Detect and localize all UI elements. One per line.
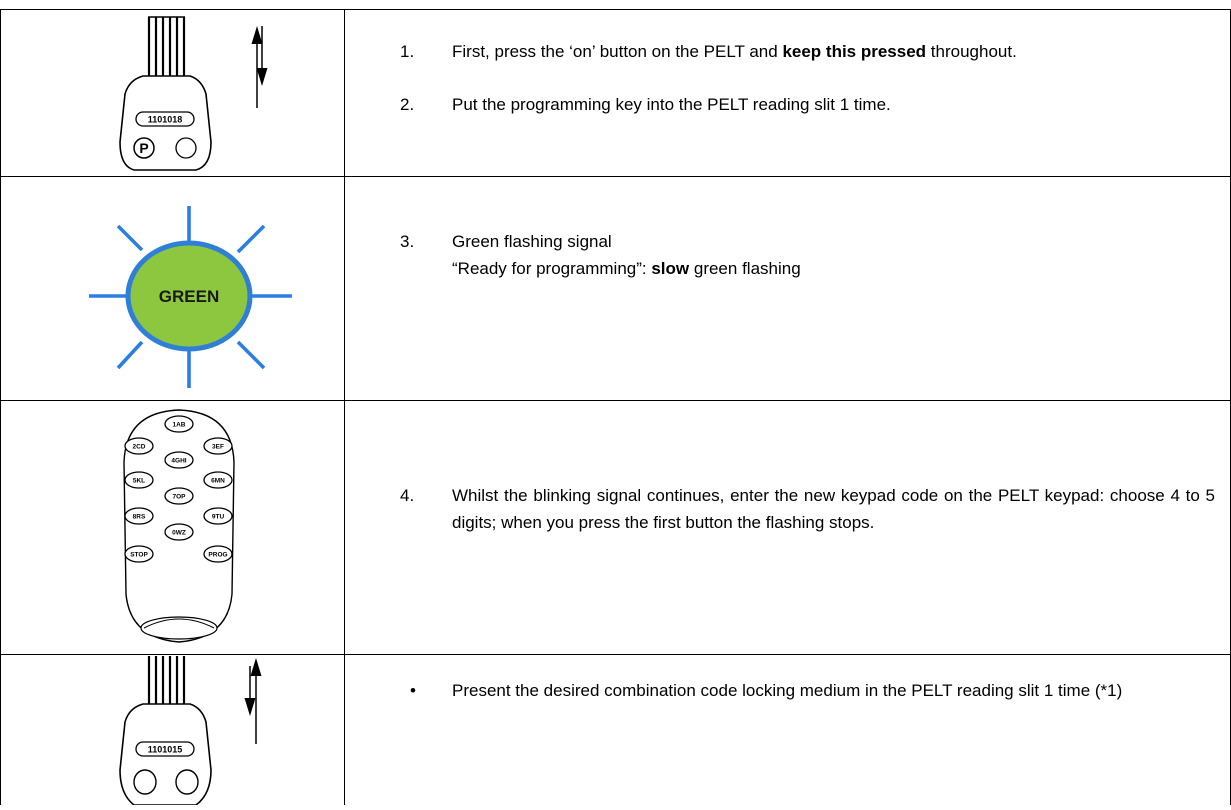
step-3-text: Green flashing signal [452, 232, 612, 251]
row-2-text: 3. Green flashing signal “Ready for prog… [400, 229, 1215, 283]
step-4: 4. Whilst the blinking signal continues,… [400, 483, 1215, 563]
step-3-detail: “Ready for programming”: slow green flas… [452, 259, 801, 278]
keypad-key-shape [124, 545, 154, 563]
keypad-key-label: 4GHI [171, 457, 186, 464]
step-3: 3. Green flashing signal [400, 229, 1215, 256]
keypad-key-shape [164, 415, 194, 433]
keypad-key-label: 0WZ [172, 529, 186, 536]
row-4-text: • Present the desired combination code l… [400, 678, 1215, 731]
user-key-illustration: 1101015 [110, 654, 310, 806]
keypad-key-label: 9TU [212, 513, 225, 520]
step-1-number: 1. [400, 42, 415, 61]
step-2-text: Put the programming key into the PELT re… [452, 95, 891, 114]
step-4-text: Whilst the blinking signal continues, en… [452, 486, 1215, 532]
step-3-number: 3. [400, 232, 415, 251]
down-up-arrow-icon [244, 658, 262, 744]
step-4-number: 4. [400, 486, 415, 505]
user-key-tag: 1101015 [148, 745, 183, 755]
keypad-key-shape [203, 545, 233, 563]
step-2: 2. Put the programming key into the PELT… [400, 92, 1215, 119]
green-label: GREEN [159, 287, 219, 306]
keypad-key-shape [164, 451, 194, 469]
green-light-illustration: GREEN [80, 198, 302, 394]
row-1-text: 1. First, press the ‘on’ button on the P… [400, 39, 1215, 119]
keypad-key-label: STOP [130, 551, 148, 558]
keypad-key-shape [164, 487, 194, 505]
keypad-key-shape [203, 507, 233, 525]
step-1-text: First, press the ‘on’ button on the PELT… [452, 42, 1017, 61]
keypad-key-label: 8RS [133, 513, 146, 520]
keypad-key-label: 1AB [172, 421, 185, 428]
keypad-key-shape [164, 523, 194, 541]
keypad-key-shape [203, 437, 233, 455]
green-indicator-light [125, 240, 253, 352]
p-button-letter: P [139, 140, 148, 156]
row-3-text: 4. Whilst the blinking signal continues,… [400, 483, 1215, 563]
keypad-key-label: PROG [208, 551, 227, 558]
keypad-key-shape [124, 507, 154, 525]
keypad-keys: 1AB 2CD 3EF 4GHI 5KL 6MN 7OP 8RS 9TU 0WZ STOP PROG [124, 415, 233, 563]
programming-key-tag: 1101018 [148, 115, 183, 125]
programming-key-illustration: 1101018 P [110, 14, 310, 174]
keypad-key-label: 2CD [132, 443, 145, 450]
keypad-key-shape [124, 437, 154, 455]
keypad-key-label: 5KL [133, 477, 145, 484]
keypad-key-shape [203, 471, 233, 489]
keypad-illustration: 1AB 2CD 3EF 4GHI 5KL 6MN 7OP 8RS 9TU 0WZ STOP PROG [114, 404, 244, 652]
step-1: 1. First, press the ‘on’ button on the P… [400, 39, 1215, 92]
light-rays [89, 206, 292, 388]
bullet-step: • Present the desired combination code l… [400, 678, 1215, 731]
bullet-icon: • [410, 681, 416, 700]
step-2-number: 2. [400, 95, 415, 114]
bullet-step-text: Present the desired combination code loc… [452, 681, 1123, 700]
keypad-key-shape [124, 471, 154, 489]
keypad-key-label: 7OP [172, 493, 186, 500]
up-down-arrow-icon [251, 26, 268, 108]
keypad-key-label: 3EF [212, 443, 224, 450]
keypad-key-label: 6MN [211, 477, 225, 484]
